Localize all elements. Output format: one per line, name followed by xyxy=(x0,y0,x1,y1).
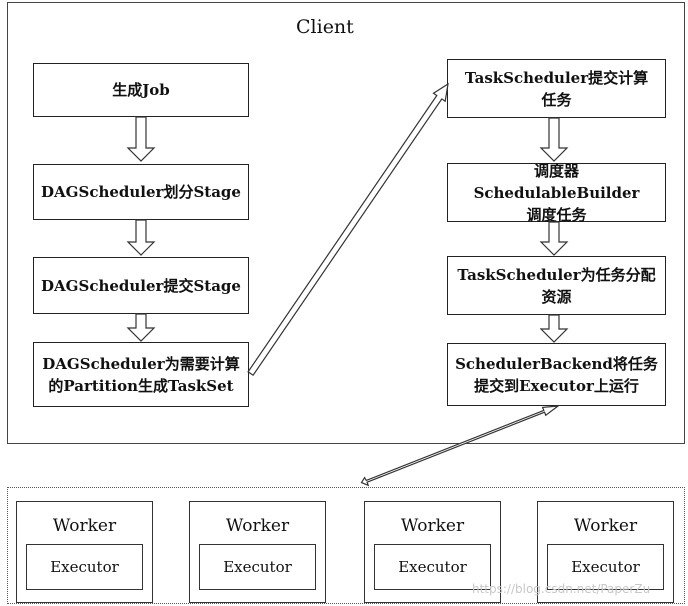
executor-box: Executor xyxy=(26,544,143,590)
box-line: TaskScheduler为任务分配 xyxy=(457,265,656,284)
box-line: DAGScheduler划分Stage xyxy=(41,183,241,201)
box-line: 调度任务 xyxy=(526,205,587,224)
down-arrow-icon xyxy=(126,116,156,162)
client-title: Client xyxy=(296,16,354,38)
box-line: 生成Job xyxy=(112,81,170,99)
task-scheduler-submit-box: TaskScheduler提交计算 任务 xyxy=(447,59,666,118)
schedulable-builder-box: 调度器SchedulableBuilder 调度任务 xyxy=(447,161,666,224)
box-line: 的Partition生成TaskSet xyxy=(48,376,234,395)
workers-frame xyxy=(7,487,685,604)
box-line: 调度器SchedulableBuilder xyxy=(473,161,640,202)
down-arrow-icon xyxy=(126,313,156,342)
down-arrow-icon xyxy=(539,314,569,343)
worker-label: Worker xyxy=(225,516,290,536)
worker-label: Worker xyxy=(52,516,117,536)
generate-job-box: 生成Job xyxy=(33,63,249,117)
watermark: https://blog.csdn.net/PaperZu xyxy=(472,582,651,596)
box-line: SchedulerBackend将任务 xyxy=(455,354,658,373)
box-line: DAGScheduler为需要计算 xyxy=(42,354,240,373)
executor-box: Executor xyxy=(199,544,316,590)
dag-submit-stage-box: DAGScheduler提交Stage xyxy=(33,257,249,314)
box-line: 任务 xyxy=(541,90,572,109)
box-line: TaskScheduler提交计算 xyxy=(464,68,649,87)
dag-generate-taskset-box: DAGScheduler为需要计算 的Partition生成TaskSet xyxy=(33,342,249,407)
double-arrow-icon xyxy=(360,405,561,487)
executor-box: Executor xyxy=(374,544,491,590)
worker-label: Worker xyxy=(400,516,465,536)
worker-box: Worker Executor xyxy=(537,501,674,603)
scheduler-backend-box: SchedulerBackend将任务 提交到Executor上运行 xyxy=(447,343,666,406)
client-frame xyxy=(7,2,685,444)
worker-box: Worker Executor xyxy=(16,501,153,603)
diagonal-up-arrow-icon xyxy=(247,82,449,377)
down-arrow-icon xyxy=(539,221,569,256)
box-line: 提交到Executor上运行 xyxy=(474,376,639,395)
down-arrow-icon xyxy=(126,219,156,256)
worker-box: Worker Executor xyxy=(189,501,326,603)
box-line: 资源 xyxy=(541,287,572,306)
worker-box: Worker Executor xyxy=(364,501,501,603)
worker-label: Worker xyxy=(573,516,638,536)
box-line: DAGScheduler提交Stage xyxy=(41,276,241,295)
down-arrow-icon xyxy=(539,117,569,162)
executor-box: Executor xyxy=(547,544,664,590)
